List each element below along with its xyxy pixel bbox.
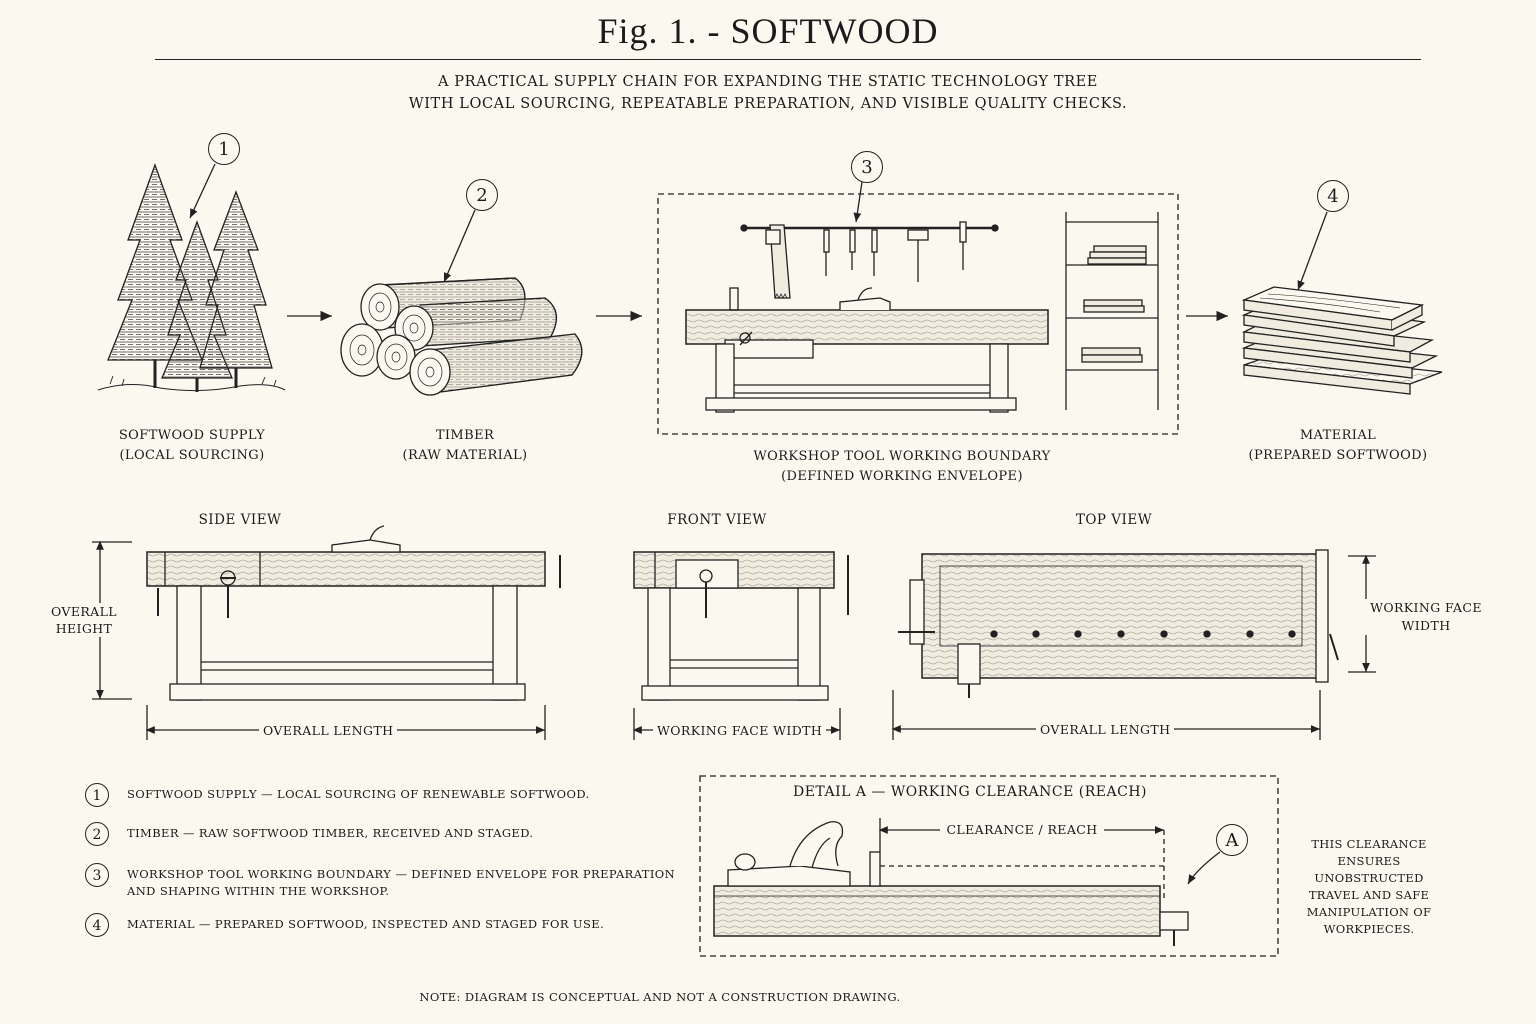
detail-a-box: [699, 775, 1279, 957]
legend-number-2: 2: [85, 822, 109, 846]
side-view-label: SIDE VIEW: [198, 512, 282, 528]
top-view-label: TOP VIEW: [1075, 512, 1153, 528]
stage-1-caption: SOFTWOOD SUPPLY (LOCAL SOURCING): [92, 426, 292, 466]
legend-item-2: 2 TIMBER — RAW SOFTWOOD TIMBER, RECEIVED…: [85, 822, 533, 846]
side-note-line-3: TRAVEL AND SAFE: [1308, 888, 1430, 902]
side-note-line-5: WORKPIECES.: [1323, 922, 1415, 936]
legend-text-4: MATERIAL — PREPARED SOFTWOOD, INSPECTED …: [127, 917, 605, 931]
stage-3-title: WORKSHOP TOOL WORKING BOUNDARY: [753, 449, 1051, 464]
stage-2-title: TIMBER: [435, 428, 495, 443]
subtitle-line-2: WITH LOCAL SOURCING, REPEATABLE PREPARAT…: [408, 96, 1128, 112]
softwood-trees-illustration: [97, 163, 286, 392]
side-note-line-2: ENSURES UNOBSTRUCTED: [1314, 854, 1424, 885]
clearance-reach-label: CLEARANCE / REACH: [940, 822, 1104, 837]
stage-3-caption: WORKSHOP TOOL WORKING BOUNDARY (DEFINED …: [702, 447, 1102, 487]
legend-item-4: 4 MATERIAL — PREPARED SOFTWOOD, INSPECTE…: [85, 913, 604, 937]
stage-3-subtitle: (DEFINED WORKING ENVELOPE): [781, 469, 1023, 484]
callout-1: 1: [208, 133, 240, 165]
top-working-face-line-2: WIDTH: [1401, 618, 1451, 633]
top-overall-length-label: OVERALL LENGTH: [1036, 722, 1175, 737]
side-note-line-1: THIS CLEARANCE: [1311, 837, 1427, 851]
front-view-label: FRONT VIEW: [667, 512, 767, 528]
top-working-face-line-1: WORKING FACE: [1370, 600, 1482, 615]
detail-a-title: DETAIL A — WORKING CLEARANCE (REACH): [792, 784, 1148, 800]
callout-3: 3: [851, 151, 883, 183]
stage-1-title: SOFTWOOD SUPPLY: [118, 428, 266, 443]
detail-a-drawing: [713, 818, 1221, 946]
footer-note: NOTE: DIAGRAM IS CONCEPTUAL AND NOT A CO…: [419, 990, 901, 1004]
overall-height-label: OVERALL HEIGHT: [38, 603, 130, 637]
top-working-face-label: WORKING FACE WIDTH: [1362, 599, 1490, 635]
side-view-drawing: [146, 525, 561, 701]
stage-4-title: MATERIAL: [1299, 428, 1377, 443]
overall-height-line-2: HEIGHT: [55, 621, 113, 636]
top-view-drawing: [898, 549, 1339, 698]
figure-title: Fig. 1. - SOFTWOOD: [597, 11, 939, 51]
legend-item-1: 1 SOFTWOOD SUPPLY — LOCAL SOURCING OF RE…: [85, 783, 590, 807]
stage-2-subtitle: (RAW MATERIAL): [402, 448, 528, 463]
legend-number-3: 3: [85, 863, 109, 887]
legend-text-3-line-1: WORKSHOP TOOL WORKING BOUNDARY — DEFINED…: [127, 867, 676, 881]
legend-text-2: TIMBER — RAW SOFTWOOD TIMBER, RECEIVED A…: [127, 826, 534, 840]
legend-number-1: 1: [85, 783, 109, 807]
callout-a: A: [1216, 824, 1248, 856]
legend-number-4: 4: [85, 913, 109, 937]
prepared-planks-illustration: [1241, 286, 1443, 395]
title-rule: [155, 59, 1421, 60]
legend-text-3: WORKSHOP TOOL WORKING BOUNDARY — DEFINED…: [127, 866, 675, 900]
legend-text-1: SOFTWOOD SUPPLY — LOCAL SOURCING OF RENE…: [127, 787, 590, 801]
stage-4-caption: MATERIAL (PREPARED SOFTWOOD): [1238, 426, 1438, 466]
stage-4-subtitle: (PREPARED SOFTWOOD): [1248, 448, 1428, 463]
side-note-line-4: MANIPULATION OF: [1306, 905, 1432, 919]
workshop-boundary-box: [657, 193, 1179, 435]
timber-logs-illustration: [340, 277, 583, 396]
legend-item-3: 3 WORKSHOP TOOL WORKING BOUNDARY — DEFIN…: [85, 863, 675, 900]
callout-2: 2: [466, 179, 498, 211]
subtitle-line-1: A PRACTICAL SUPPLY CHAIN FOR EXPANDING T…: [438, 74, 1098, 90]
legend-text-3-line-2: AND SHAPING WITHIN THE WORKSHOP.: [127, 884, 390, 898]
clearance-side-note: THIS CLEARANCE ENSURES UNOBSTRUCTED TRAV…: [1296, 836, 1442, 938]
front-view-drawing: [633, 551, 849, 701]
callout-4: 4: [1317, 180, 1349, 212]
working-face-width-label: WORKING FACE WIDTH: [653, 723, 827, 738]
stage-1-subtitle: (LOCAL SOURCING): [119, 448, 265, 463]
side-overall-length-label: OVERALL LENGTH: [259, 723, 398, 738]
stage-2-caption: TIMBER (RAW MATERIAL): [365, 426, 565, 466]
workbench-illustration: [685, 212, 1159, 413]
overall-height-line-1: OVERALL: [50, 604, 118, 619]
